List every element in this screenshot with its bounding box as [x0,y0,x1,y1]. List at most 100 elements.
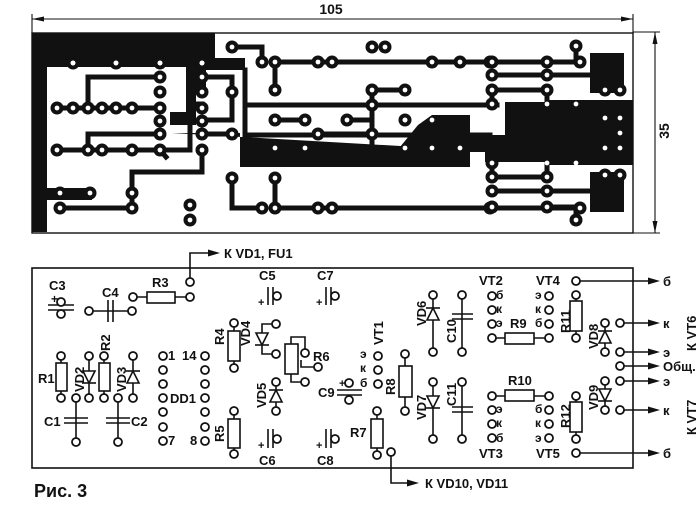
arrow-icon [648,362,660,370]
pcb-pad-hole [315,205,321,211]
pcb-pad-hole [369,131,375,137]
dimension-height-label: 35 [656,123,672,139]
component-pin [600,347,610,357]
transistor-VT4: VT4 э к б [535,273,561,330]
resistor-R8: R8 [383,354,413,411]
pcb-pad-hole [129,205,135,211]
plane-hole [617,145,623,151]
pcb-pad-hole [199,131,205,137]
component-pin [487,305,497,315]
component-pin [400,406,410,416]
group-label-vt7: К VT7 [684,400,699,435]
component-pin [158,351,168,361]
pcb-pad-hole [429,59,435,65]
pcb-pad-hole [489,59,495,65]
component-pin [71,393,81,403]
output-label: к [663,403,670,418]
component-pin [229,449,239,459]
component-pin [158,422,168,432]
component-pin [600,376,610,386]
svg-text:R5: R5 [212,425,227,442]
component-pin [200,422,210,432]
svg-text:VT1: VT1 [371,321,386,345]
svg-text:к: к [496,416,503,430]
pcb-pad-hole [187,217,193,223]
component-pin [544,433,554,443]
plane-hole [573,101,579,107]
output-label: э [663,345,670,360]
component-pin [571,276,581,286]
svg-text:VD9: VD9 [586,385,601,410]
component-pin [428,434,438,444]
svg-text:+: + [339,378,345,390]
svg-text:б: б [535,402,542,416]
component-pin [544,391,554,401]
component-pin [487,405,497,415]
component-pin [615,318,625,328]
pcb-pad-hole [489,174,495,180]
pcb-pad-hole [344,117,350,123]
component-pin [200,351,210,361]
pcb-pad-hole [315,131,321,137]
pcb-pad-hole [302,117,308,123]
pcb-pad-hole [229,131,235,137]
component-pin [487,391,497,401]
output-label: Общ. [663,359,696,374]
component-pin [544,419,554,429]
component-pin [271,377,281,387]
ground-plane-left [32,33,245,232]
component-pin [373,379,383,389]
connection-vd1-fu1[interactable]: К VD1, FU1 [189,246,293,282]
component-pin [487,419,497,429]
pcb-pad-hole [99,105,105,111]
svg-text:DD1: DD1 [170,391,196,406]
svg-text:C1: C1 [44,414,61,429]
connection-vd10-vd11[interactable]: К VD10, VD11 [390,452,508,491]
plane-hole [429,117,435,123]
arrow-icon [648,406,660,414]
svg-text:э: э [535,431,542,445]
plane-hole [602,115,608,121]
diode-VD4: VD4 [238,320,276,355]
output-label: э [663,374,670,389]
component-pin [544,305,554,315]
connection-vd1-fu1-label: К VD1, FU1 [224,246,293,261]
plane-hole [70,60,76,66]
pcb-pad-hole [272,175,278,181]
pcb-pad-hole [489,87,495,93]
component-pin [544,291,554,301]
pcb-pad-hole [457,59,463,65]
pcb-pad-hole [573,217,579,223]
svg-text:к: к [360,361,367,375]
plane-hole [402,117,408,123]
component-pin [615,376,625,386]
component-pin [457,377,467,387]
transistor-VT5: б к э VT5 [535,402,560,461]
pcb-pad-hole [544,87,550,93]
component-pin [200,407,210,417]
pcb-pad-hole [602,172,608,178]
pcb-pad-hole [544,188,550,194]
component-pin [487,291,497,301]
component-pin [457,347,467,357]
resistor-R11: R11 [558,295,583,338]
component-pin [571,434,581,444]
component-pin [487,433,497,443]
svg-text:R2: R2 [98,334,113,351]
component-pins [56,276,625,460]
component-pin [128,292,138,302]
group-label-vt6: К VT6 [684,316,699,351]
pcb-pad-hole [402,87,408,93]
pcb-pad-hole [99,147,105,153]
component-pin [457,434,467,444]
component-pin [200,436,210,446]
copper-pads [50,39,627,227]
svg-text:VD8: VD8 [586,324,601,349]
component-pin [330,291,340,301]
svg-text:R7: R7 [350,425,367,440]
dimension-width: 105 [31,1,634,34]
diode-VD3: VD3 [114,356,141,398]
pcb-pad-hole [573,43,579,49]
resistor-R6: R6 [284,336,330,383]
